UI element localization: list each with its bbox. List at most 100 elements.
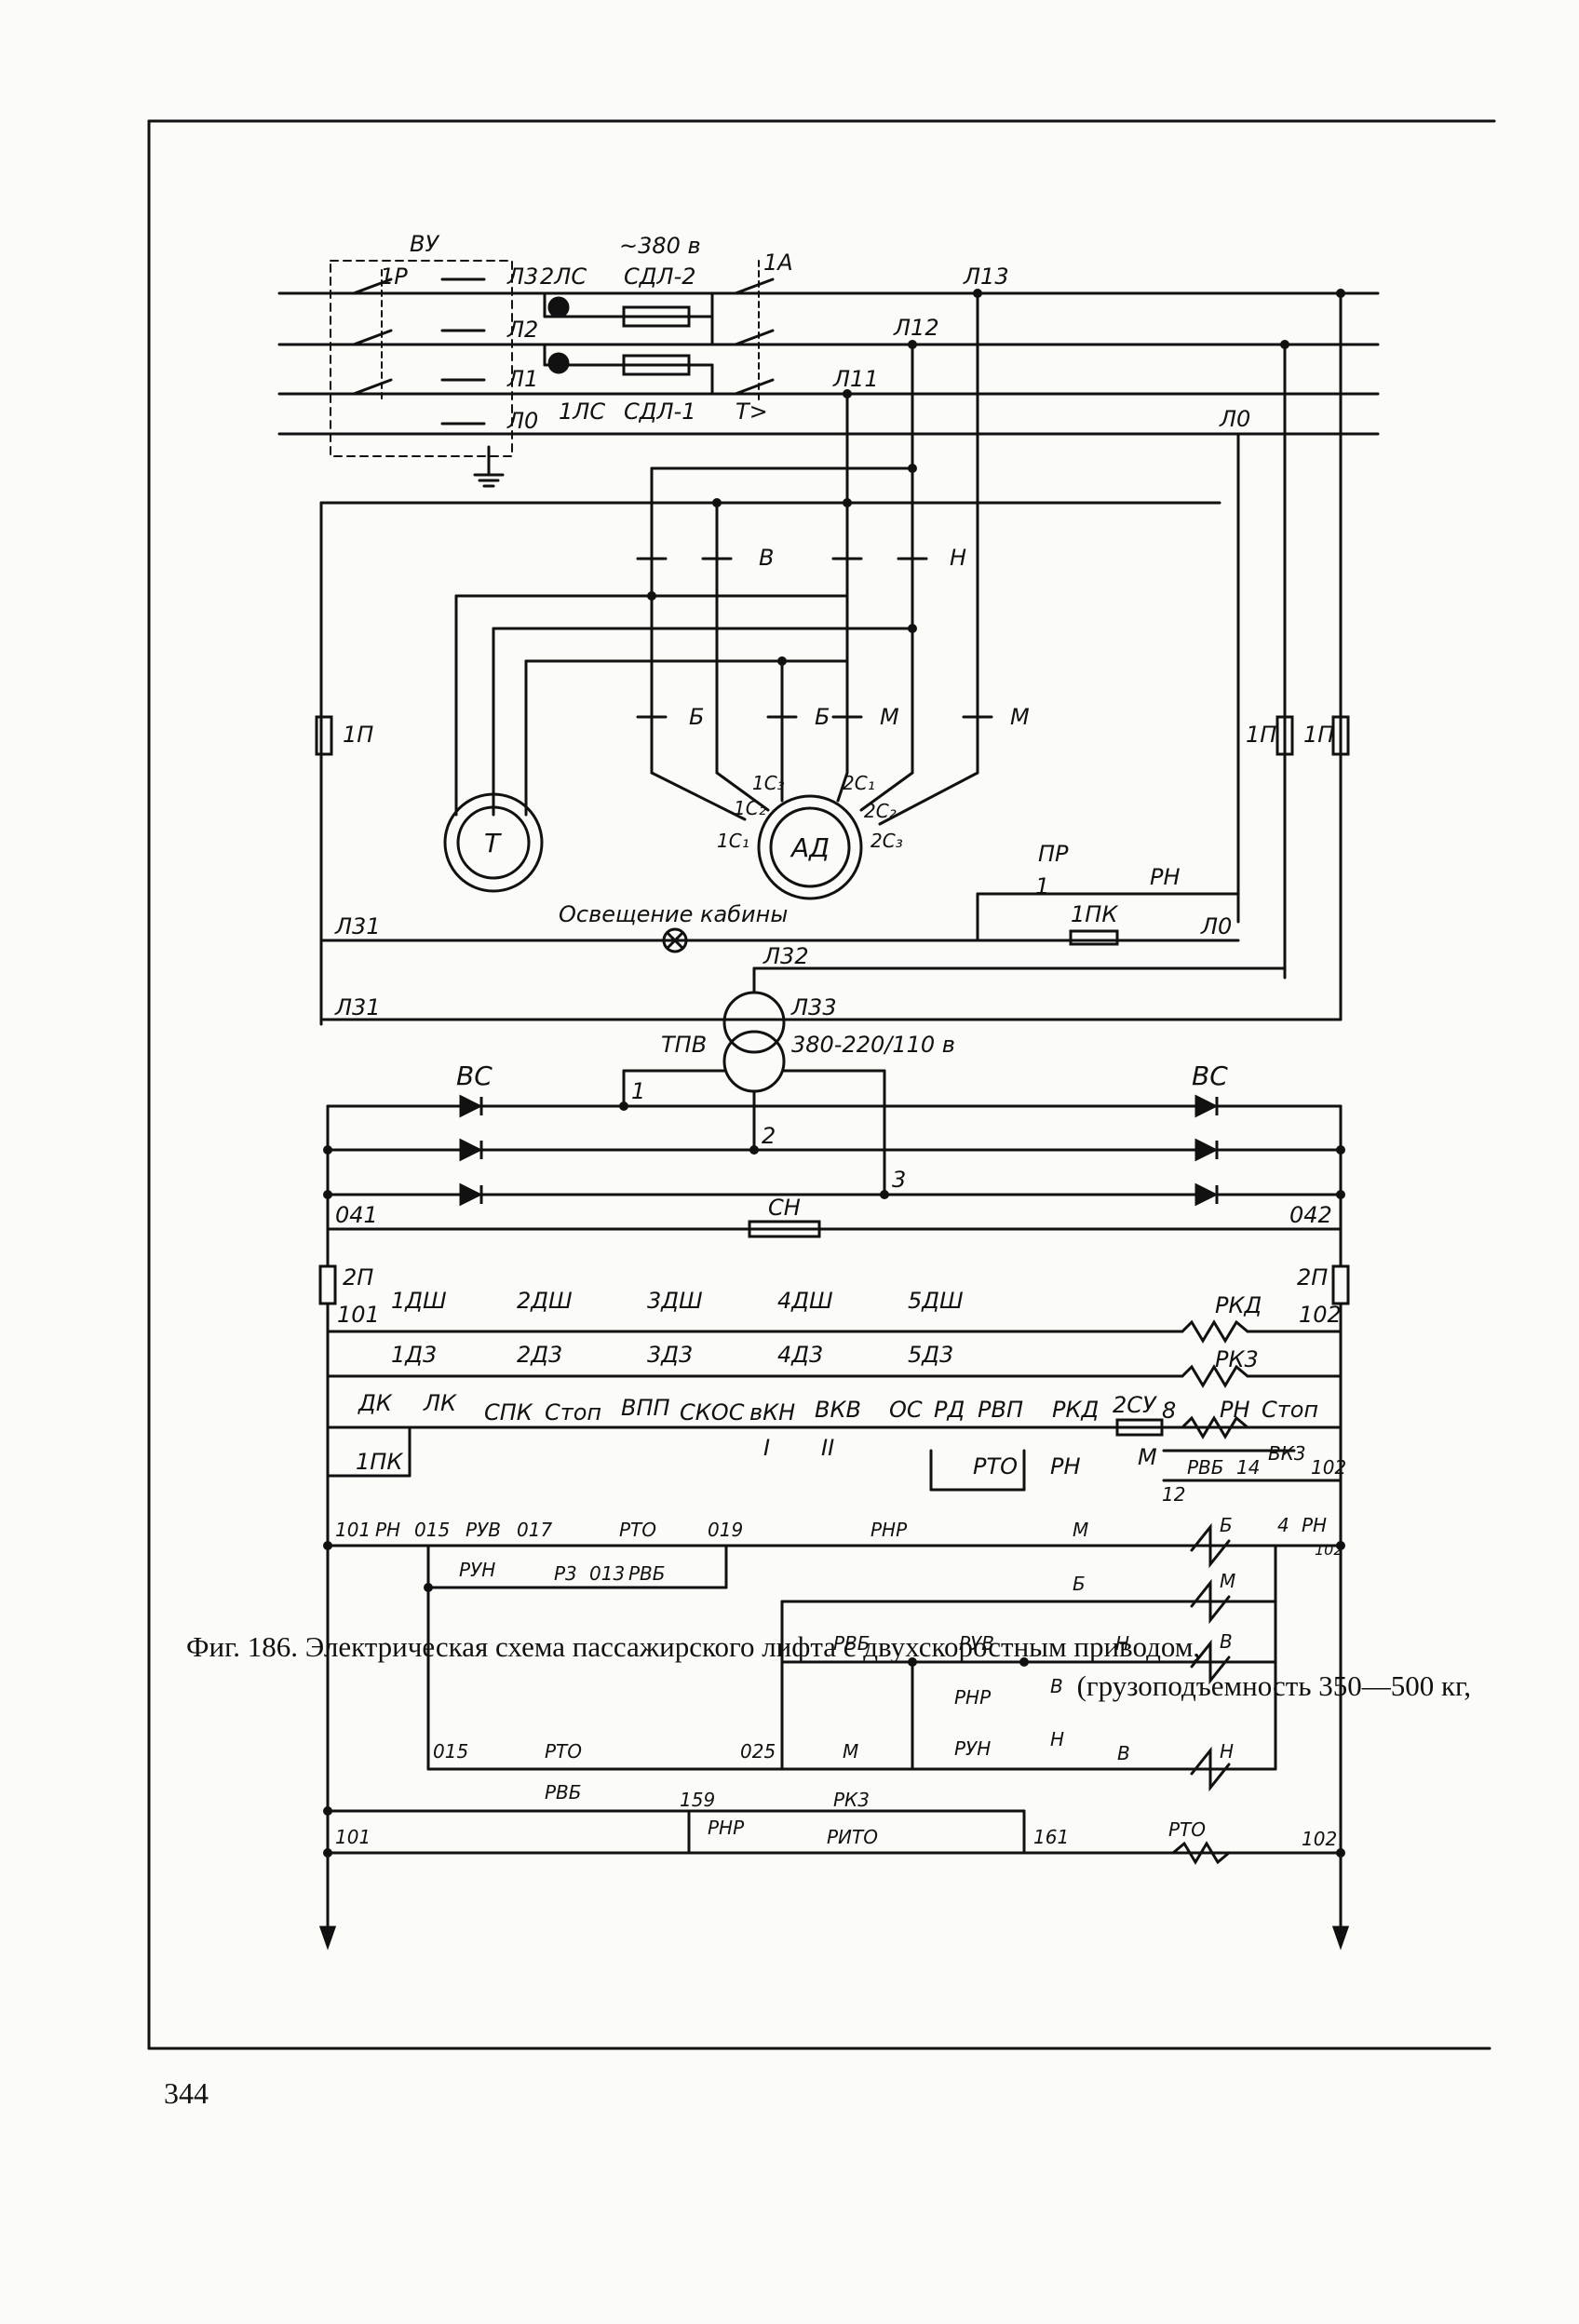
label-101-c: 101: [335, 1826, 371, 1848]
label-v-2: В: [1220, 1630, 1233, 1653]
label-run: РУН: [459, 1559, 495, 1581]
label-5dsh: 5ДШ: [908, 1288, 964, 1314]
label-pr: ПР: [1038, 841, 1069, 867]
label-rto-1: РТО: [973, 1453, 1018, 1480]
label-l31: Л31: [334, 913, 381, 939]
label-rto-3: РТО: [545, 1740, 582, 1763]
label-wire-3: 3: [892, 1167, 906, 1193]
label-b1: Б: [689, 704, 704, 730]
label-1dsh: 1ДШ: [391, 1288, 447, 1314]
label-rito: РИТО: [827, 1826, 878, 1848]
label-8: 8: [1162, 1398, 1176, 1424]
label-2c1: 2С₁: [843, 772, 875, 794]
label-3dz: 3Д3: [647, 1342, 693, 1368]
label-2su: 2СУ: [1113, 1392, 1157, 1418]
label-ad: АД: [790, 832, 830, 863]
label-5dz: 5Д3: [908, 1342, 953, 1368]
label-m2: М: [1010, 704, 1030, 730]
label-rto-4: РТО: [1168, 1818, 1206, 1841]
label-rkd-2: РКД: [1052, 1397, 1099, 1423]
caption-line-2: (грузоподъемность 350—500 кг,: [1076, 1669, 1471, 1702]
label-rnr-3: РНР: [708, 1817, 745, 1839]
label-3dsh: 3ДШ: [647, 1288, 703, 1314]
label-v-4: В: [1117, 1742, 1130, 1764]
label-l1: Л1: [506, 366, 538, 392]
label-v: В: [759, 545, 774, 571]
label-sn: СН: [768, 1195, 801, 1221]
label-n-7: Н: [1220, 1740, 1234, 1763]
label-rn-4: РН: [375, 1519, 400, 1541]
label-l2: Л2: [506, 317, 538, 343]
label-sdl2: СДЛ-2: [624, 263, 695, 290]
label-v-3: В: [1050, 1675, 1063, 1697]
label-rvb-2: РВБ: [628, 1562, 666, 1585]
label-4dz: 4Д3: [777, 1342, 823, 1368]
label-m-6: М: [843, 1740, 858, 1763]
figure-caption: Фиг. 186. Электрическая схема пассажирск…: [186, 1628, 1471, 1706]
label-wire-1: 1: [631, 1078, 645, 1104]
label-ruv: РУВ: [466, 1519, 501, 1541]
label-t: Т: [484, 828, 502, 858]
label-sdl1: СДЛ-1: [624, 399, 695, 425]
label-rk3-b: РК3: [833, 1789, 870, 1811]
label-rn-5: РН: [1302, 1514, 1327, 1536]
label-l0c: Л0: [1200, 913, 1232, 939]
label-vu: ВУ: [410, 231, 439, 257]
label-l11: Л11: [832, 366, 879, 392]
label-102-d: 102: [1302, 1828, 1337, 1850]
label-2p-left: 2П: [343, 1264, 373, 1290]
label-run-2: РУН: [954, 1737, 991, 1760]
label-l12: Л12: [893, 315, 939, 341]
label-101-b: 101: [335, 1519, 371, 1541]
label-rd: РД: [934, 1397, 965, 1423]
label-m1: М: [880, 704, 899, 730]
label-2c3: 2С₃: [870, 830, 903, 852]
label-skos: СКОС: [680, 1399, 745, 1425]
label-2ls: 2ЛС: [540, 263, 587, 290]
label-b-3: Б: [1220, 1514, 1233, 1536]
label-rn: РН: [1150, 864, 1181, 890]
label-n-5: Н: [1115, 1632, 1129, 1655]
label-m-5: М: [1220, 1570, 1235, 1592]
label-rkd: РКД: [1215, 1292, 1262, 1318]
label-spk: СПК: [484, 1399, 533, 1425]
label-rvb-4: РВБ: [545, 1781, 582, 1804]
label-dk: ДК: [358, 1390, 393, 1416]
label-pr-1: 1: [1035, 873, 1049, 899]
label-12: 12: [1162, 1483, 1185, 1506]
label-rvp: РВП: [978, 1397, 1023, 1423]
label-rvb-3: РВБ: [833, 1632, 870, 1655]
label-vkz: ВК3: [1268, 1442, 1306, 1465]
label-rn-2: РН: [1220, 1397, 1250, 1423]
label-1p-b: 1П: [1246, 722, 1276, 748]
label-b2: Б: [815, 704, 830, 730]
label-volt: 380-220/110 в: [791, 1032, 955, 1058]
label-stop: Стоп: [545, 1399, 601, 1425]
label-2p-right: 2П: [1297, 1264, 1328, 1290]
label-019: 019: [708, 1519, 743, 1541]
label-2c2: 2С₂: [864, 800, 897, 822]
label-rnr: РНР: [870, 1519, 908, 1541]
label-1r: 1Р: [380, 263, 408, 290]
label-rkz: РК3: [1215, 1346, 1259, 1372]
label-rz: Р3: [554, 1562, 577, 1585]
label-102-b: 102: [1311, 1456, 1346, 1479]
label-l13: Л13: [963, 263, 1009, 290]
label-161: 161: [1033, 1826, 1069, 1848]
label-l0: Л0: [506, 408, 538, 434]
label-rto-2: РТО: [619, 1519, 656, 1541]
label-042: 042: [1289, 1202, 1332, 1228]
label-lighting: Освещение кабины: [559, 901, 788, 927]
label-1ls: 1ЛС: [559, 399, 605, 425]
label-015-b: 015: [433, 1740, 468, 1763]
label-017: 017: [517, 1519, 552, 1541]
label-102-a: 102: [1299, 1302, 1342, 1328]
label-013: 013: [589, 1562, 625, 1585]
label-1c1: 1С₁: [717, 830, 749, 852]
label-1p: 1П: [343, 722, 373, 748]
label-rvb-1: РВБ: [1187, 1456, 1224, 1479]
label-159: 159: [680, 1789, 715, 1811]
label-2dz: 2Д3: [517, 1342, 562, 1368]
